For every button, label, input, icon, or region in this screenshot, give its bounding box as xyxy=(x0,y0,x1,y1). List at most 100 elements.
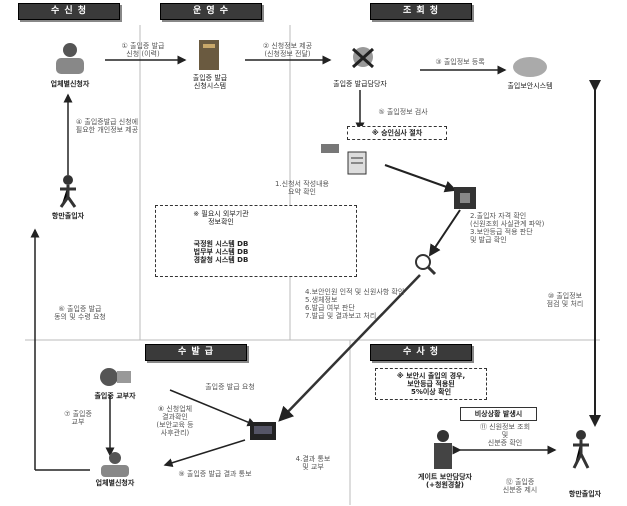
magnifier-icon xyxy=(415,254,437,276)
header-issuer: 조 회 청 xyxy=(370,3,472,20)
db-box: ※ 필요시 외부기관 정보확인 국정원 시스템 DB 법무부 시스템 DB 경찰… xyxy=(155,205,357,277)
emergency-note: 비상상황 발생시 xyxy=(460,407,537,421)
db-title-line1: ※ 필요시 외부기관 xyxy=(193,210,249,218)
emergency-note-text: 비상상황 발생시 xyxy=(474,410,523,418)
step-16-line2: 및 xyxy=(501,431,509,439)
step-15-line2: 점검 및 처리 xyxy=(546,300,584,308)
phone-icon xyxy=(321,144,339,153)
step-6-line1: 1.신청서 작성내용 xyxy=(275,180,329,188)
step-17: ⑫ 출입증 신분증 제시 xyxy=(490,478,550,494)
step-2-line1: ② 신청정보 제공 xyxy=(262,42,313,50)
review-note-text: ※ 승인심사 절차 xyxy=(371,129,423,137)
header-applicant: 수 신 청 xyxy=(18,3,120,20)
actor-port-entrant-left: 항만출입자 xyxy=(51,212,85,220)
step-8-line2: 5.생체정보 xyxy=(305,296,338,304)
step-10-line2: 교부 xyxy=(71,418,85,426)
step-5: ⑤ 출입정보 검사 xyxy=(378,108,428,116)
step-9-line2: 동의 및 수령 요청 xyxy=(54,313,106,321)
laptop-icon xyxy=(250,422,276,440)
step-4: ④ 출입증발급 신청에 필요한 개인정보 제공 xyxy=(72,118,142,134)
inspect-note-text: ※ 보안시 출입의 경우, 보안등급 적용된 5%이상 확인 xyxy=(376,372,486,396)
person-icon xyxy=(101,452,129,477)
step-1-line1: ① 출입증 발급 xyxy=(121,42,165,50)
db-item-1: 국정원 시스템 DB xyxy=(193,240,249,248)
step-2: ② 신청정보 제공 (신청정보 전달) xyxy=(250,42,325,58)
computer-icon xyxy=(454,187,476,209)
step-1-line2: 신청 (이력) xyxy=(126,50,160,58)
guard-icon xyxy=(434,430,452,469)
db-item-2: 법무부 시스템 DB xyxy=(193,248,249,256)
actor-port-entrant-right: 항만출입자 xyxy=(568,490,602,498)
pass-system-line2: 신청시스템 xyxy=(193,82,227,90)
step-7-line4: 및 발급 확인 xyxy=(470,236,507,244)
step-13: 출입증 발급 요청 xyxy=(205,383,255,391)
step-11-line3: (보안교육 등 xyxy=(156,421,194,429)
step-9-line1: ⑥ 출입증 발급 xyxy=(58,305,102,313)
step-12: 4.결과 통보 및 교부 xyxy=(283,455,343,471)
actor-company-applicant-top: 업체별신청자 xyxy=(50,80,90,88)
document-icon xyxy=(347,151,367,175)
step-7-line2: (신원조회 사실관계 파악) xyxy=(470,220,545,228)
db-list: 국정원 시스템 DB 법무부 시스템 DB 경찰청 시스템 DB xyxy=(156,240,286,264)
step-11-line2: 결과확인 xyxy=(162,413,188,421)
header-center: 운 영 수 xyxy=(160,3,262,20)
step-8-line3: 6.발급 여부 판단 xyxy=(305,304,355,312)
actor-gate-officer: 게이트 보안담당자 (+청원경찰) xyxy=(400,473,490,489)
step-7-line3: 3.보안등급 적용 판단 xyxy=(470,228,533,236)
recipient-icon xyxy=(100,368,131,386)
step-7-line1: 2.출입자 자격 확인 xyxy=(470,212,527,220)
db-title: ※ 필요시 외부기관 정보확인 xyxy=(156,210,286,226)
step-4-line1: ④ 출입증발급 신청에 xyxy=(75,118,139,126)
step-2-line2: (신청정보 전달) xyxy=(264,50,311,58)
step-11-line4: 사후관리) xyxy=(160,429,190,437)
actor-company-applicant-bottom: 업체별신청자 xyxy=(95,479,135,487)
gate-officer-line1: 게이트 보안담당자 xyxy=(418,473,472,481)
step-10-line1: ⑦ 출입증 xyxy=(64,410,92,418)
walking-person-icon xyxy=(572,430,590,469)
gate-officer-line2: (+청원경찰) xyxy=(425,481,465,489)
step-8: 4.보안인원 인적 및 신원사항 확인 5.생체정보 6.발급 여부 판단 7.… xyxy=(305,288,455,320)
step-10: ⑦ 출입증 교부 xyxy=(58,410,98,426)
step-15: ⑩ 출입정보 점검 및 처리 xyxy=(535,292,595,308)
step-16-line1: ⑪ 신원정보 조회 xyxy=(479,423,531,431)
network-icon xyxy=(513,57,547,77)
step-12-line1: 4.결과 통보 xyxy=(295,455,331,463)
db-item-3: 경찰청 시스템 DB xyxy=(193,256,249,264)
person-icon xyxy=(56,43,84,74)
step-9: ⑥ 출입증 발급 동의 및 수령 요청 xyxy=(40,305,120,321)
inspect-note-line1: ※ 보안시 출입의 경우, xyxy=(396,372,466,380)
actor-pass-system: 출입증 발급 신청시스템 xyxy=(180,74,240,90)
step-1: ① 출입증 발급 신청 (이력) xyxy=(108,42,178,58)
pass-system-line1: 출입증 발급 xyxy=(192,74,228,82)
step-6: 1.신청서 작성내용 요약 확인 xyxy=(262,180,342,196)
officer-icon xyxy=(351,47,375,69)
step-8-line4: 7.발급 및 결과보고 처리 xyxy=(305,312,377,320)
server-icon xyxy=(199,40,219,70)
step-3: ③ 출입정보 등록 xyxy=(435,58,485,66)
step-12-line2: 및 교부 xyxy=(302,463,324,471)
step-11-line1: ⑧ 신청업체 xyxy=(157,405,193,413)
header-inspect: 수 사 청 xyxy=(370,344,472,361)
step-4-line2: 필요한 개인정보 제공 xyxy=(75,126,139,134)
step-15-line1: ⑩ 출입정보 xyxy=(547,292,583,300)
review-note: ※ 승인심사 절차 xyxy=(347,126,447,140)
step-17-line1: ⑫ 출입증 xyxy=(505,478,535,486)
step-6-line2: 요약 확인 xyxy=(288,188,316,196)
inspect-note: ※ 보안시 출입의 경우, 보안등급 적용된 5%이상 확인 xyxy=(375,368,487,400)
header-issue: 수 발 급 xyxy=(145,344,247,361)
step-14: ⑨ 출입증 발급 결과 통보 xyxy=(178,470,252,478)
actor-issuing-officer: 출입증 발급담당자 xyxy=(333,80,387,88)
inspect-note-line3: 5%이상 확인 xyxy=(410,388,452,396)
actor-pass-recipient: 출입증 교부자 xyxy=(94,392,136,400)
step-16-line3: 신분증 확인 xyxy=(487,439,523,447)
step-7: 2.출입자 자격 확인 (신원조회 사실관계 파악) 3.보안등급 적용 판단 … xyxy=(470,212,590,244)
db-title-line2: 정보확인 xyxy=(208,218,234,226)
step-16: ⑪ 신원정보 조회 및 신분증 확인 xyxy=(470,423,540,447)
actor-security-system: 출입보안시스템 xyxy=(507,82,553,90)
step-17-line2: 신분증 제시 xyxy=(502,486,538,494)
step-11: ⑧ 신청업체 결과확인 (보안교육 등 사후관리) xyxy=(140,405,210,437)
walking-person-icon xyxy=(59,175,77,208)
inspect-note-line2: 보안등급 적용된 xyxy=(407,380,455,388)
